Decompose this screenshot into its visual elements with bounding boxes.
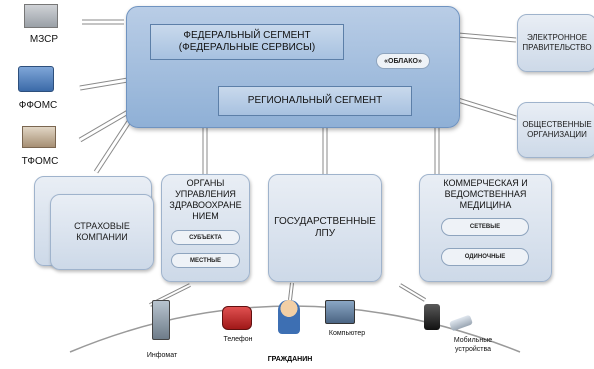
kiosk-icon — [152, 300, 170, 340]
house-icon — [22, 126, 56, 148]
node-label-mzsr: МЗСР — [29, 34, 59, 45]
authorities-pill-local: МЕСТНЫЕ — [171, 253, 240, 268]
state-lpu-box: ГОСУДАРСТВЕННЫЕ ЛПУ — [268, 174, 382, 282]
channel-label-kiosk: Инфомат — [146, 352, 178, 359]
cloud-tag: «ОБЛАКО» — [376, 53, 430, 69]
egov-box: ЭЛЕКТРОННОЕ ПРАВИТЕЛЬСТВО — [517, 14, 594, 72]
commercial-pill-single: ОДИНОЧНЫЕ — [441, 248, 529, 266]
commercial-pill-network: СЕТЕВЫЕ — [441, 218, 529, 236]
phone-icon — [222, 306, 252, 330]
mobile-phone-icon — [424, 304, 440, 330]
computer-icon — [325, 300, 355, 324]
node-label-tfoms: ТФОМС — [21, 156, 59, 167]
commercial-title: КОММЕРЧЕСКАЯ И ВЕДОМСТВЕННАЯ МЕДИЦИНА — [443, 178, 528, 210]
channel-label-mobile: Мобильные устройства — [453, 337, 493, 353]
authorities-title: ОРГАНЫ УПРАВЛЕНИЯ ЗДРАВООХРАНЕ НИЕМ — [169, 178, 242, 221]
citizen-label: ГРАЖДАНИН — [267, 356, 313, 363]
building-icon — [24, 4, 58, 28]
regional-segment: РЕГИОНАЛЬНЫЙ СЕГМЕНТ — [218, 86, 412, 116]
office-building-icon — [18, 66, 54, 92]
channel-label-phone: Телефон — [223, 336, 253, 343]
channel-label-computer: Компьютер — [328, 330, 366, 337]
public-orgs-box: ОБЩЕСТВЕННЫЕ ОРГАНИЗАЦИИ — [517, 102, 594, 158]
federal-segment: ФЕДЕРАЛЬНЫЙ СЕГМЕНТ (ФЕДЕРАЛЬНЫЕ СЕРВИСЫ… — [150, 24, 344, 60]
insurance-box: СТРАХОВЫЕ КОМПАНИИ — [50, 194, 154, 270]
node-label-ffoms: ФФОМС — [18, 100, 58, 111]
authorities-pill-subject: СУБЪЕКТА — [171, 230, 240, 245]
citizen-person-icon — [278, 300, 300, 334]
